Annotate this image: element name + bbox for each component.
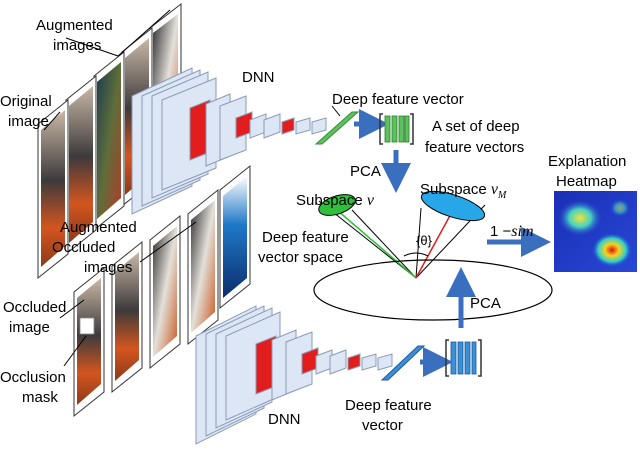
augmented-bracket [65,9,171,57]
image-card [191,200,215,333]
label-explanation-2: Heatmap [556,173,617,190]
occlusion-mask [79,317,95,335]
occluded-image-card [77,278,101,405]
label-occlusion-mask-1: Occlusion [0,369,66,386]
label-set-of-vectors-1: A set of deep [432,118,520,135]
label-occluded-image-2: image [9,319,50,336]
feature-space-ellipse [313,259,553,321]
dnn-bottom [195,305,393,445]
occluded-pointer [59,299,85,319]
image-card [115,252,139,381]
label-space-1: Deep feature [262,229,349,246]
label-augmented-occluded-1: Augmented [60,219,137,236]
dnn-layer [263,113,281,139]
label-pca-bottom: PCA [470,295,501,312]
image-card [97,62,121,219]
feature-vector-blue [380,345,426,381]
label-explanation-1: Explanation [548,153,626,170]
subspace-vm-cap [420,190,486,222]
dnn-layer [295,117,311,135]
label-subspace-v: Subspace v [296,192,375,209]
dnn-layer [361,353,377,371]
label-original-image-2: image [8,113,49,130]
dnn-layer [329,349,347,375]
label-pca-top: PCA [350,163,381,180]
label-occlusion-mask-2: mask [22,389,58,406]
dnn-layer [311,117,327,135]
dnn-conv-red [281,117,295,135]
label-deep-feature-vector-bottom-1: Deep feature [345,397,432,414]
image-card [223,176,247,298]
label-deep-feature-vector-top: Deep feature vector [332,91,464,108]
label-deep-feature-vector-bottom-2: vector [362,417,403,434]
label-augmented-occluded-3: images [84,259,132,276]
original-pointer [43,111,61,131]
label-augmented-images-1: Augmented [36,17,113,34]
dnn-layer [219,95,247,161]
dnn-to-vector-line [331,105,341,117]
label-original-image-1: Original [0,93,52,110]
augmented-occluded-bracket [139,221,197,263]
label-dnn-top: DNN [242,69,275,86]
label-subspace-vm: Subspace vM [420,181,507,201]
label-occluded-image-1: Occluded [3,299,66,316]
original-image-card [41,110,65,267]
subspace-v-cap [318,194,356,216]
feature-vector-set-bottom [445,339,482,377]
occluded-image-stack [73,164,251,418]
mask-pointer [63,335,87,367]
feature-vector-green [314,111,360,145]
image-card [153,226,177,357]
dnn-conv-red [347,353,361,371]
subspace-cones [318,190,486,279]
dnn-top [131,67,327,215]
dnn-layer [285,331,313,395]
feature-vector-set [379,113,414,145]
label-augmented-occluded-2: Occluded [52,239,115,256]
image-card [69,86,93,243]
label-augmented-images-2: images [53,37,101,54]
explanation-heatmap [554,191,637,272]
label-theta: {θ} [416,233,433,248]
label-dnn-bottom: DNN [268,411,301,428]
label-space-2: vector space [258,249,343,266]
label-set-of-vectors-2: feature vectors [425,139,524,156]
label-similarity: 1 −sim [490,223,534,240]
dnn-layer [377,353,393,371]
